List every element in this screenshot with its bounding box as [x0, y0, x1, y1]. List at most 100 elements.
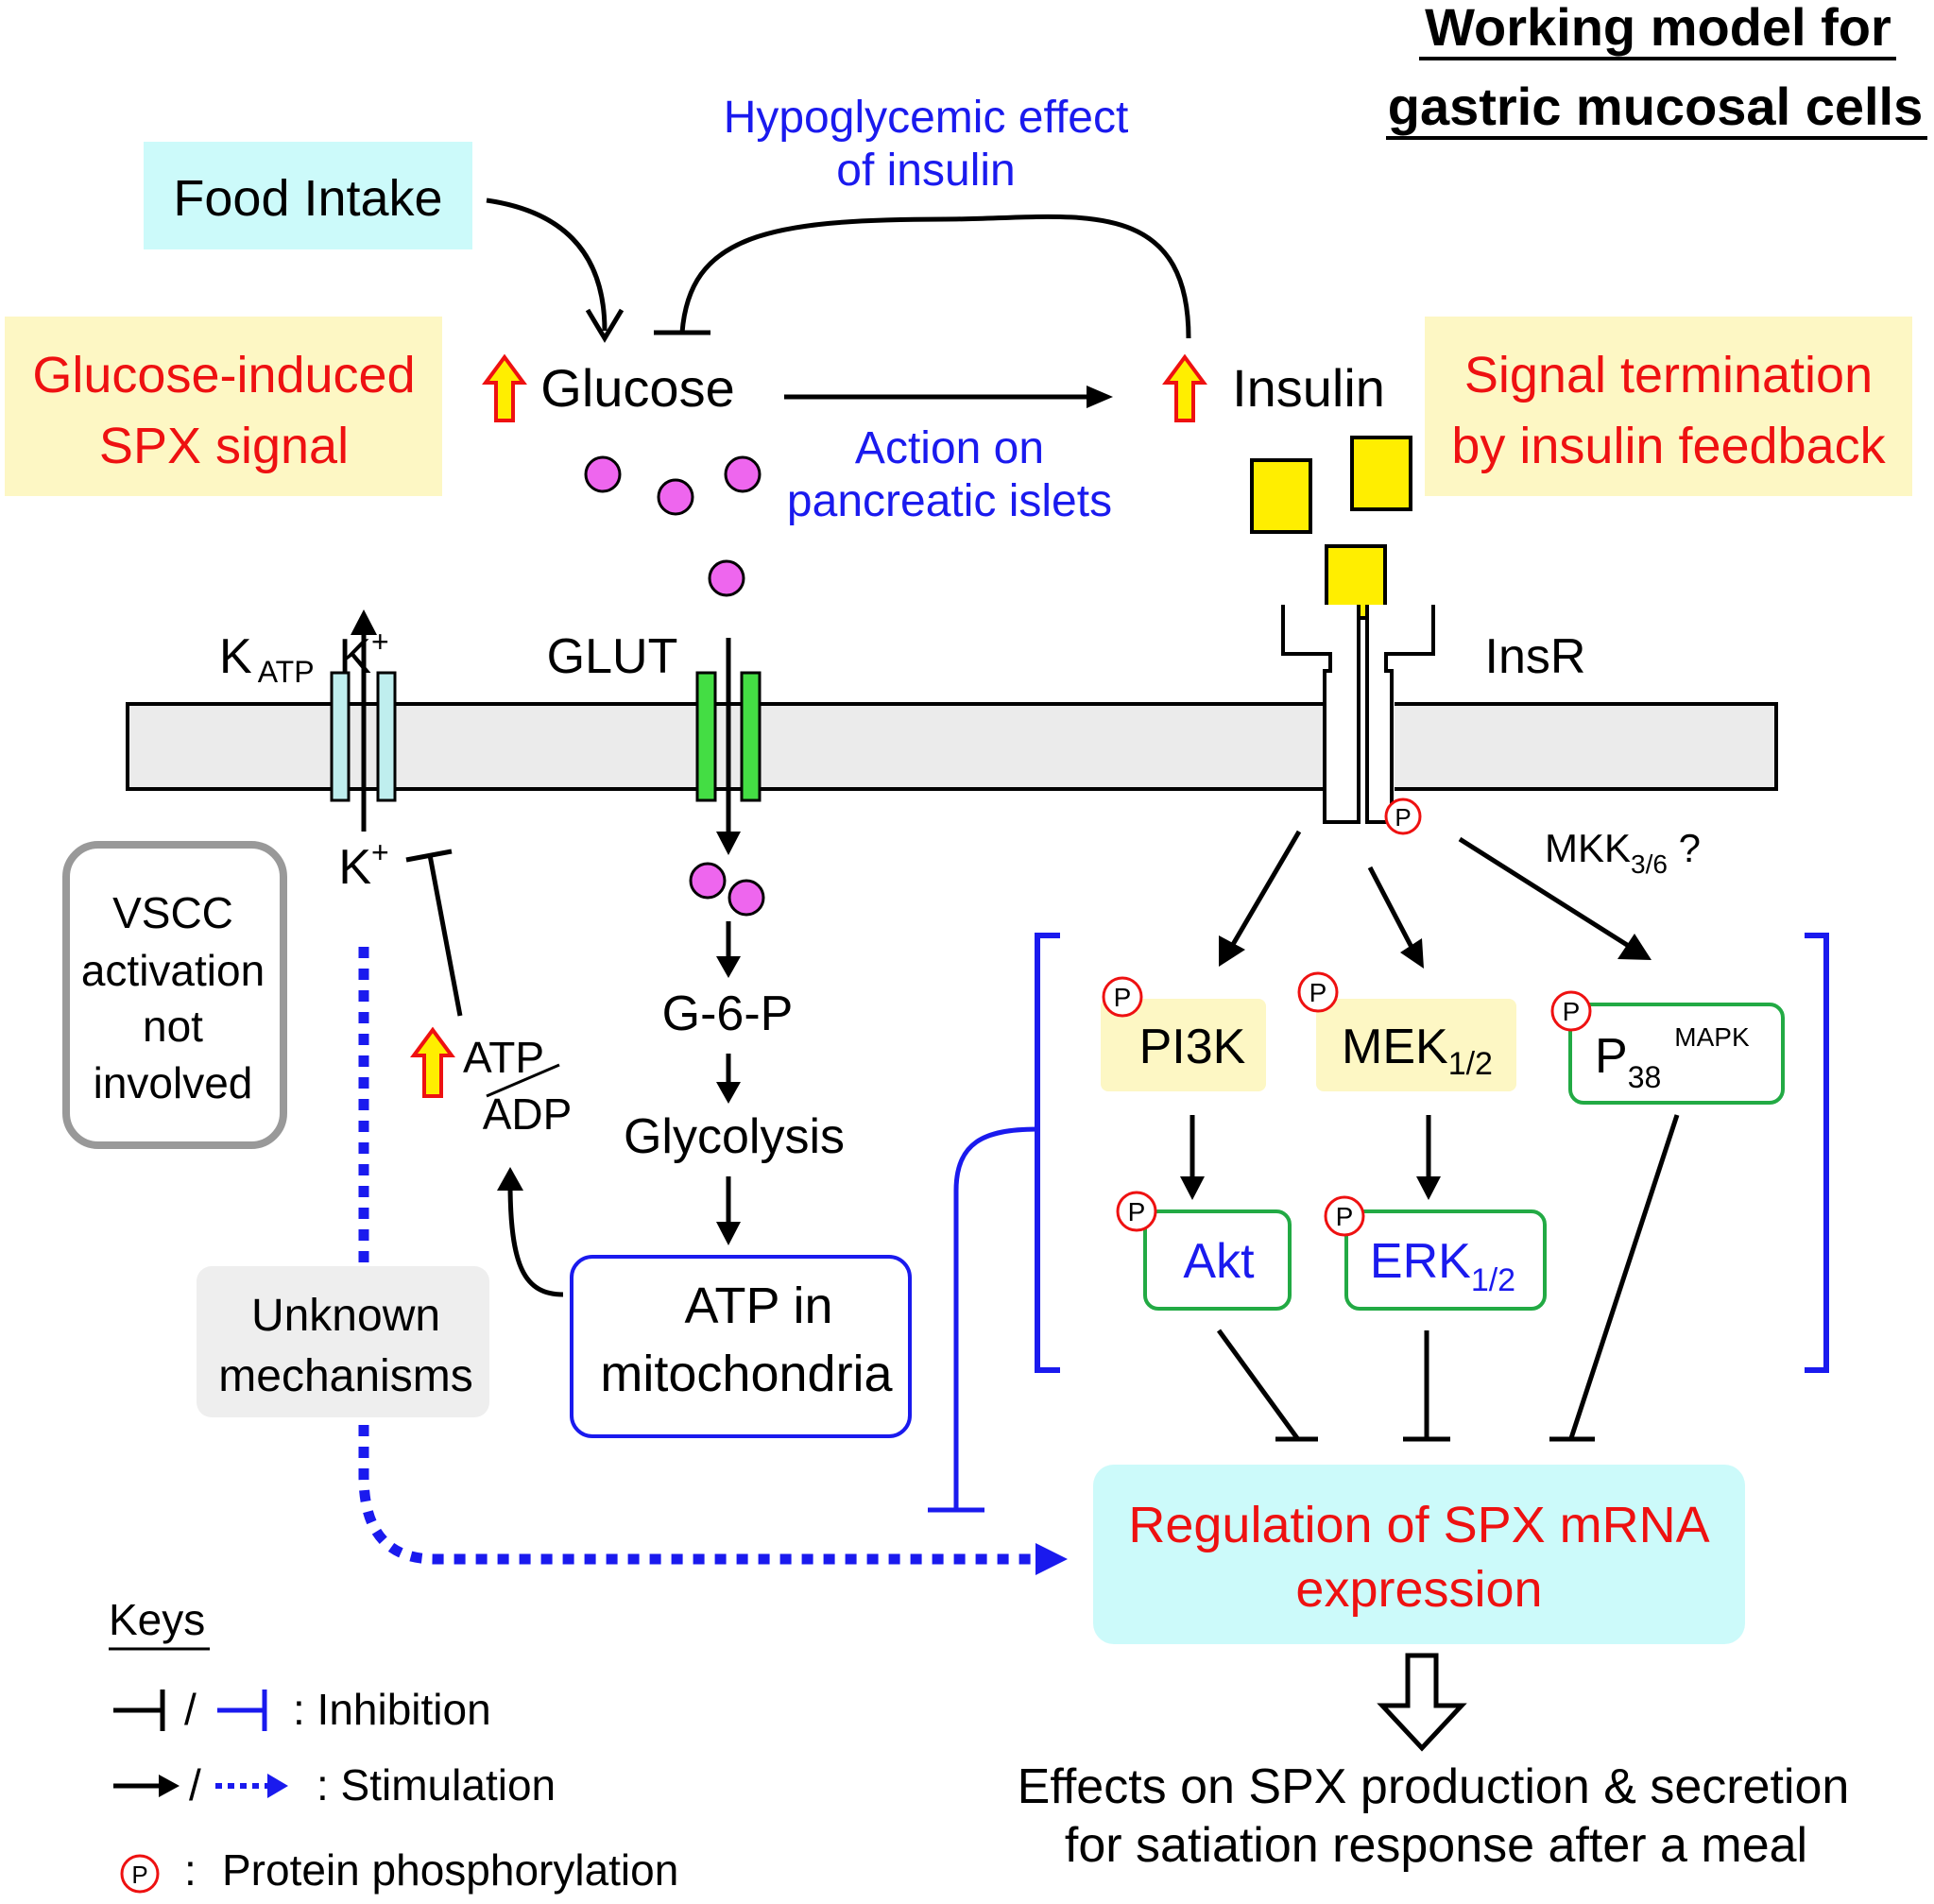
- pi3k-phospho-icon: P: [1102, 976, 1143, 1018]
- hypoglycemic-line2: of insulin: [836, 146, 1015, 196]
- vscc-box: [62, 841, 287, 1149]
- regulation-line1: Regulation of SPX mRNA: [1128, 1497, 1709, 1553]
- signal-termination-line2: by insulin feedback: [1451, 418, 1886, 474]
- g6p-label: G-6-P: [662, 986, 794, 1041]
- akt-label: Akt: [1183, 1234, 1255, 1289]
- pi3k-box: [1101, 999, 1266, 1091]
- p38-label: P38MAPK: [1595, 1022, 1750, 1094]
- atp-mito-line1: ATP in: [684, 1278, 832, 1334]
- to-atp-mito-arrowhead: [716, 1222, 741, 1245]
- insr-phospho-icon: P: [1384, 798, 1422, 835]
- action-islets-line2: pancreatic islets: [787, 476, 1112, 526]
- unknown-box: [197, 1266, 489, 1417]
- title-block: Working model for gastric mucosal cells: [1386, 0, 1927, 140]
- vscc-line3: not: [143, 1002, 203, 1051]
- katp-channel-left: [330, 671, 351, 802]
- mito-to-ratio-arrowhead: [497, 1167, 523, 1191]
- vscc-line4: involved: [94, 1058, 253, 1107]
- regulation-box: [1093, 1465, 1745, 1644]
- akt-inhibition-line: [1216, 1329, 1300, 1440]
- atp-mito-line2: mitochondria: [600, 1346, 893, 1402]
- svg-text:P: P: [1563, 997, 1581, 1026]
- mek-phospho-icon: P: [1297, 971, 1339, 1013]
- unknown-mechanism-arrowhead: [1035, 1543, 1068, 1575]
- key-slash-2: /: [189, 1760, 201, 1810]
- erk-phospho-icon: P: [1324, 1195, 1365, 1237]
- key-inhibition-label: : Inhibition: [293, 1685, 491, 1734]
- atp-ratio-numerator: ATP: [463, 1033, 544, 1082]
- mito-to-ratio-arrow: [507, 1182, 564, 1297]
- glut-channel-right: [740, 671, 762, 802]
- title-line1: Working model for: [1425, 0, 1891, 57]
- unknown-line2: mechanisms: [218, 1351, 472, 1401]
- bracket-inhibition-line: [953, 1126, 1038, 1510]
- effects-line2: for satiation response after a meal: [1065, 1818, 1807, 1873]
- insulin-label: Insulin: [1232, 358, 1385, 418]
- pi3k-label: PI3K: [1139, 1020, 1246, 1074]
- atp-mito-box: [570, 1255, 912, 1438]
- glut-channel-left: [695, 671, 717, 802]
- kinase-bracket-left: [1035, 933, 1060, 1373]
- feedback-inhibition-curve: [679, 214, 1191, 339]
- atp-ratio-inhibition-line: [427, 854, 463, 1017]
- svg-text:P: P: [1114, 983, 1132, 1012]
- glucose-molecules: [584, 455, 765, 917]
- key-slash-1: /: [184, 1685, 197, 1734]
- insr-pi3k-arrowhead: [1219, 935, 1245, 967]
- effects-line1: Effects on SPX production & secretion: [1018, 1759, 1850, 1814]
- svg-text:P: P: [1128, 1197, 1146, 1226]
- insr-mek-arrowhead: [1400, 938, 1424, 969]
- glucose-induced-box: [5, 317, 442, 496]
- food-intake-label: Food Intake: [173, 170, 442, 227]
- vscc-line2: activation: [81, 946, 265, 995]
- mek-erk-arrowhead: [1416, 1176, 1441, 1200]
- glucose-induced-line1: Glucose-induced: [32, 347, 415, 403]
- cell-membrane: [126, 702, 1778, 791]
- mkk-label: MKK3/6 ?: [1545, 826, 1701, 879]
- food-arrowhead: [585, 308, 625, 343]
- regulation-line2: expression: [1295, 1561, 1542, 1618]
- signal-termination-line1: Signal termination: [1464, 347, 1873, 403]
- k-plus-bottom: K+: [338, 835, 388, 895]
- insr-label: InsR: [1485, 629, 1586, 684]
- p38-inhibition-line: [1568, 1114, 1680, 1439]
- p38-phospho-icon: P: [1550, 990, 1592, 1032]
- erk-box: [1344, 1209, 1547, 1311]
- unknown-line1: Unknown: [251, 1291, 440, 1341]
- p38-box: [1568, 1003, 1785, 1105]
- glut-label: GLUT: [547, 629, 678, 684]
- svg-text:P: P: [1395, 803, 1411, 832]
- key-phospho-letter: P: [131, 1861, 147, 1889]
- glucose-up-arrow-icon: [482, 353, 527, 422]
- signal-termination-box: [1425, 317, 1912, 496]
- unknown-mechanism-path: [358, 947, 1049, 1565]
- to-g6p-arrowhead: [716, 956, 741, 978]
- hypoglycemic-line1: Hypoglycemic effect: [724, 93, 1129, 143]
- key-stimulation-label: : Stimulation: [317, 1760, 556, 1810]
- food-intake-box: [144, 142, 472, 249]
- key-phospho-colon: :: [184, 1845, 197, 1895]
- svg-text:P: P: [1309, 978, 1327, 1007]
- glycolysis-label: Glycolysis: [624, 1109, 845, 1164]
- title-line2: gastric mucosal cells: [1388, 77, 1924, 136]
- insulin-molecules: [1250, 436, 1412, 620]
- glucose-label: Glucose: [540, 358, 734, 418]
- keys-title: Keys: [109, 1595, 205, 1644]
- glut-arrowhead: [716, 832, 741, 855]
- insulin-up-arrow-icon: [1162, 353, 1207, 422]
- action-islets-line1: Action on: [855, 423, 1044, 473]
- atp-ratio-denominator: ADP: [483, 1089, 573, 1139]
- hollow-down-arrow-icon: [1377, 1653, 1467, 1752]
- glucose-insulin-arrowhead: [1087, 386, 1113, 408]
- svg-text:P: P: [1336, 1202, 1354, 1231]
- mek-box: [1316, 999, 1516, 1091]
- insr-p38-arrowhead: [1617, 934, 1652, 960]
- atp-ratio-up-arrow-icon: [410, 1026, 455, 1098]
- erk-label: ERK1/2: [1370, 1234, 1515, 1298]
- akt-box: [1143, 1209, 1292, 1311]
- legend: Keys / : Inhibition / : Stimulation P : …: [109, 1595, 678, 1895]
- mek-label: MEK1/2: [1342, 1020, 1493, 1082]
- kinase-bracket-right: [1805, 933, 1829, 1373]
- vscc-line1: VSCC: [112, 888, 233, 937]
